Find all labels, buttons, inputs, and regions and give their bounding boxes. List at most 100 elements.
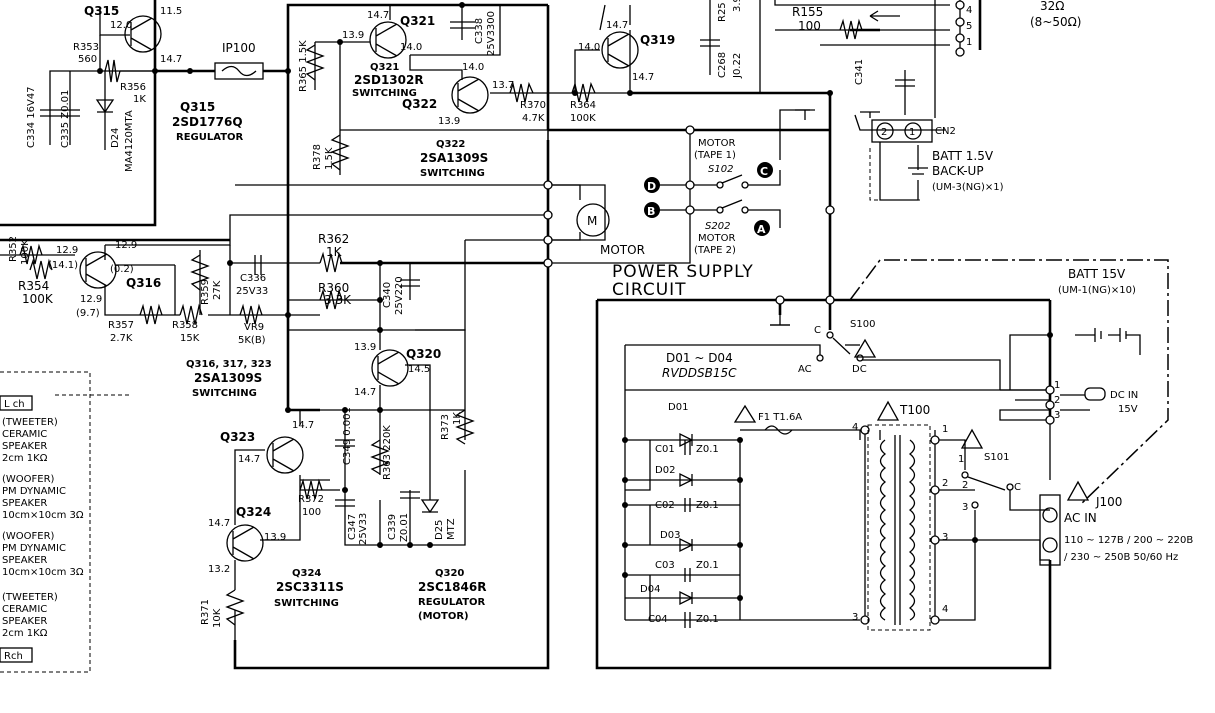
r354-value: 100K [22, 292, 54, 306]
q321-part: 2SD1302R [354, 73, 424, 87]
q324-part: 2SC3311S [276, 580, 344, 594]
q319-v3: 14.7 [632, 72, 654, 83]
r359-label: R359 [200, 279, 211, 305]
junctions [97, 2, 1053, 601]
spk-w1-a: PM DYNAMIC [2, 486, 66, 497]
capacitors [40, 21, 915, 628]
r372-label: R372 [298, 494, 324, 505]
q320-func: REGULATOR [418, 597, 486, 608]
q315-ref: Q315 [84, 4, 119, 18]
q316-group-parts: Q316, 317, 323 [186, 359, 272, 370]
q324-v1: 14.7 [208, 518, 230, 529]
q324-v2: 13.9 [264, 532, 286, 543]
c02-label: C02 [655, 500, 675, 511]
spk-t1-a: CERAMIC [2, 429, 47, 440]
c268-label: C268 [717, 52, 728, 78]
c347-label: C347 [347, 514, 358, 540]
d25-label: D25 [434, 520, 445, 540]
q323-v2: 14.7 [238, 454, 260, 465]
r25-value: 3.9 [732, 0, 743, 12]
dc-in-voltage: 15V [1118, 404, 1138, 415]
spk-w2-a: PM DYNAMIC [2, 543, 66, 554]
q315-v3: 14.7 [160, 54, 182, 65]
spk-w2-c: 10cm×10cm 3Ω [2, 567, 84, 578]
q323-v1: 14.7 [292, 420, 314, 431]
q316-v2: (14.1) [48, 260, 78, 271]
marker-b: B [647, 205, 655, 218]
s100-dc: DC [852, 364, 867, 375]
q320-part-ref: Q320 [435, 568, 464, 579]
q321-sub-ref: Q321 [370, 62, 399, 73]
s101-pos1: 1 [958, 454, 964, 465]
r155-value: 100 [798, 19, 821, 33]
c01-value: Z0.1 [696, 444, 719, 455]
q315-v1: 12.0 [110, 20, 132, 31]
r371-label: R371 [200, 599, 211, 625]
r357-label: R357 [108, 320, 134, 331]
c340-value: 25V220 [394, 276, 405, 315]
c03-value: Z0.1 [696, 560, 719, 571]
q319-v2: 14.7 [606, 20, 628, 31]
s202-line1: S202 [705, 221, 730, 232]
c347-value: 25V33 [358, 513, 369, 545]
cn2-label: CN2 [935, 126, 956, 137]
r25-label: R25 [717, 2, 728, 22]
s101-label: S101 [984, 452, 1009, 463]
spk-w2-b: SPEAKER [2, 555, 47, 566]
q319-v1: 14.0 [578, 42, 600, 53]
motor-symbol: M [576, 203, 610, 237]
c01-label: C01 [655, 444, 675, 455]
q315-func: REGULATOR [176, 132, 244, 143]
backup-battery-line2: BACK-UP [932, 164, 984, 178]
c339-value: Z0.01 [399, 513, 410, 542]
q324-ref: Q324 [236, 505, 271, 519]
fuse-ip100 [214, 62, 264, 80]
ac-in-socket [1039, 494, 1061, 566]
spk-t2-b: SPEAKER [2, 616, 47, 627]
s101-pos3: 3 [962, 502, 968, 513]
d03-label: D03 [660, 530, 680, 541]
lch-label: L ch [4, 399, 25, 410]
vr9-label: VR9 [244, 322, 264, 333]
spk-t2-c: 2cm 1KΩ [2, 628, 48, 639]
q320-ref: Q320 [406, 347, 441, 361]
r372-value: 100 [302, 507, 321, 518]
spk-t2-a: CERAMIC [2, 604, 47, 615]
r354-label: R354 [18, 279, 49, 293]
transistor-q315-symbol [124, 15, 162, 53]
q316-v4b: 12.9 [80, 294, 102, 305]
backup-battery-symbol [908, 167, 928, 175]
r352-value: 100K [20, 239, 31, 265]
q323-ref: Q323 [220, 430, 255, 444]
rectifier-header2: RVDDSB15C [662, 366, 737, 380]
r363-label: R363 220K [382, 425, 393, 480]
pin-1: 1 [966, 37, 972, 48]
q316-group-func: SWITCHING [192, 388, 257, 399]
spk-t1-c: 2cm 1KΩ [2, 453, 48, 464]
resistors [19, 18, 863, 626]
r353-value: 560 [78, 54, 97, 65]
ip100-label: IP100 [222, 41, 256, 55]
transistor-q323-symbol [266, 436, 304, 474]
d24-label: D24 [110, 128, 121, 148]
d02-label: D02 [655, 465, 675, 476]
q322-v2: 13.7 [492, 80, 514, 91]
caution-icons [733, 338, 1090, 501]
rectifier-header1: D01 ~ D04 [666, 351, 733, 365]
connection-markers: D B C A [644, 162, 773, 236]
q315-v2: 11.5 [160, 6, 182, 17]
transistor-q320-symbol [371, 349, 409, 387]
spk-w1-type: (WOOFER) [2, 474, 55, 485]
c336-label: C336 [240, 273, 266, 284]
c339-label: C339 [387, 514, 398, 540]
q321-func: SWITCHING [352, 88, 417, 99]
main-battery-symbol [1075, 328, 1141, 355]
c340-label: C340 [382, 282, 393, 308]
q320-func2: (MOTOR) [418, 611, 469, 622]
pin-4: 4 [966, 5, 972, 16]
c338-label: C338 [474, 18, 485, 44]
s100-c: C [814, 325, 821, 336]
motor-label: MOTOR [600, 243, 645, 257]
cn2-pin1: 1 [909, 127, 915, 138]
motor-m-label: M [587, 214, 597, 228]
